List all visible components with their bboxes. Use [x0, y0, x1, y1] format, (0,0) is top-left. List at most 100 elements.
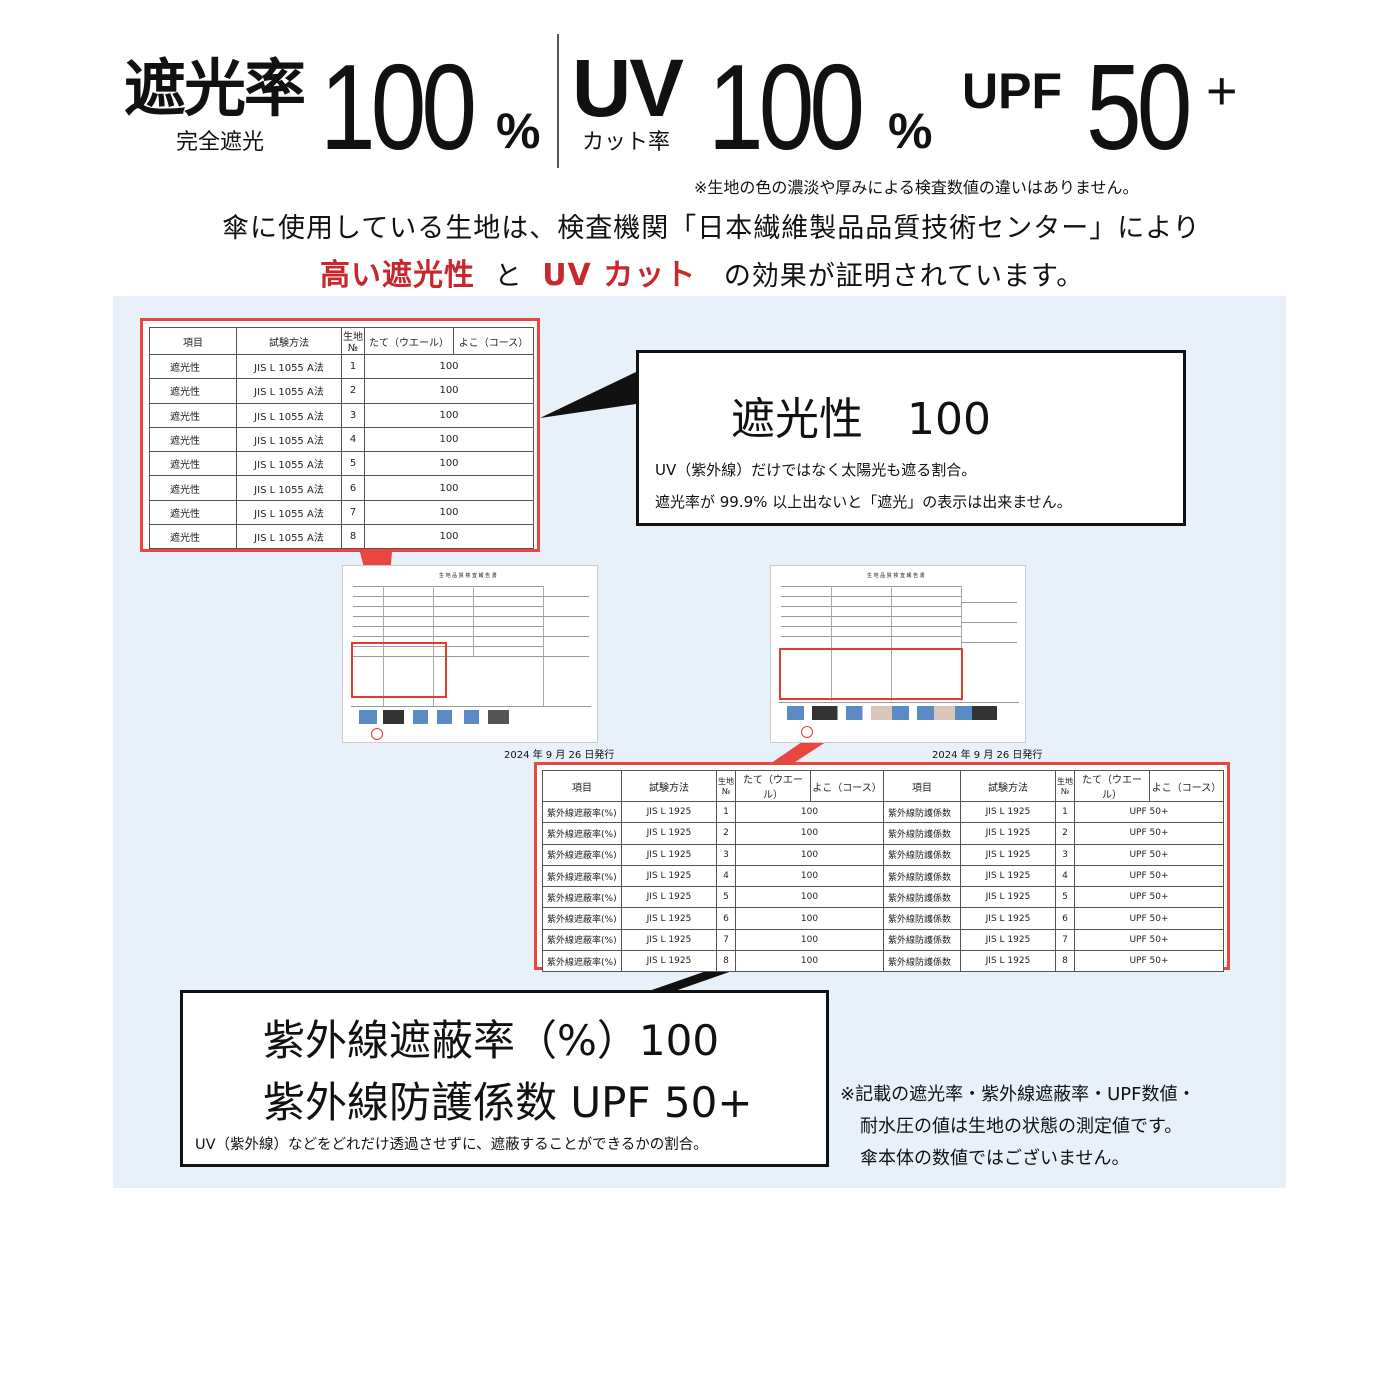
uv-cell-value: 100 — [735, 950, 884, 973]
shading-cell-item: 遮光性 — [149, 378, 237, 404]
uv-table-header: 項目 試験方法 生地№ たて（ウエール） よこ（コース） 項目 試験方法 生地№… — [542, 770, 1224, 802]
uv-cell-method2: JIS L 1925 — [960, 907, 1056, 930]
uv-cell-method: JIS L 1925 — [621, 886, 717, 909]
uv-cell-item: 紫外線遮蔽率(%) — [542, 822, 622, 845]
shading-cell-no: 3 — [341, 402, 365, 428]
col-weft: よこ（コース） — [453, 327, 534, 355]
shading-cell-method: JIS L 1055 A法 — [236, 426, 342, 453]
shading-rate-title: 遮光率 — [124, 52, 306, 125]
shading-cell-value: 100 — [364, 475, 534, 501]
uv-table-zoom: 項目 試験方法 生地№ たて（ウエール） よこ（コース） 項目 試験方法 生地№… — [534, 762, 1230, 973]
shading-cell-no: 8 — [341, 524, 365, 550]
uv-cell-value: 100 — [735, 886, 884, 909]
shading-cell-value: 100 — [364, 524, 534, 550]
col-item: 項目 — [149, 327, 237, 355]
uv-cell-item2: 紫外線防護係数 — [883, 822, 961, 845]
lead-line-1: 傘に使用している生地は、検査機関「日本繊維製品品質技術センター」により — [222, 213, 1201, 244]
report-1-swatches — [359, 710, 509, 724]
report-2-swatches — [787, 706, 997, 720]
shading-cell-item: 遮光性 — [149, 353, 237, 380]
uv-cell-value: 100 — [735, 800, 884, 824]
uv-col-item: 項目 — [542, 770, 622, 802]
report-1-highlight — [351, 642, 447, 698]
shading-cell-value: 100 — [364, 451, 534, 477]
shading-rate-percent: % — [496, 103, 541, 159]
uv-cell-method: JIS L 1925 — [621, 843, 717, 866]
shading-cell-item: 遮光性 — [149, 475, 237, 501]
shading-cell-method: JIS L 1055 A法 — [236, 475, 342, 501]
uv-cell-item: 紫外線遮蔽率(%) — [542, 843, 622, 866]
report-1-title: 生 地 品 質 検 査 報 告 書 — [439, 573, 497, 579]
uv-cell-no2: 1 — [1055, 800, 1075, 824]
uv-cell-method2: JIS L 1925 — [960, 843, 1056, 866]
uv-col-method-2: 試験方法 — [960, 770, 1056, 802]
uv-cell-no: 8 — [716, 950, 736, 973]
uv-cell-item: 紫外線遮蔽率(%) — [542, 886, 622, 909]
header-divider — [557, 34, 559, 168]
uv-cell-no2: 8 — [1055, 950, 1075, 973]
uv-cell-item: 紫外線遮蔽率(%) — [542, 907, 622, 930]
footnote-line-1: ※記載の遮光率・紫外線遮蔽率・UPF数値・ — [840, 1084, 1196, 1105]
uv-cell-method: JIS L 1925 — [621, 864, 717, 888]
shading-callout-line-1: UV（紫外線）だけではなく太陽光も遮る割合。 — [655, 461, 977, 479]
uv-col-item-2: 項目 — [883, 770, 961, 802]
shading-table-header: 項目 試験方法 生地№ たて（ウエール） よこ（コース） — [149, 327, 534, 355]
uv-cell-method: JIS L 1925 — [621, 800, 717, 824]
shading-cell-method: JIS L 1055 A法 — [236, 378, 342, 404]
shading-callout-pointer — [540, 372, 636, 418]
uv-cell-value: 100 — [735, 822, 884, 845]
uv-callout-description: UV（紫外線）などをどれだけ透過させずに、遮蔽することができるかの割合。 — [195, 1137, 708, 1153]
lead-tail: の効果が証明されています。 — [723, 261, 1085, 292]
uv-cell-item: 紫外線遮蔽率(%) — [542, 950, 622, 973]
report-2-stamp — [801, 726, 813, 738]
lead-line-2: 高い遮光性 と UV カット の効果が証明されています。 — [320, 250, 1084, 294]
uv-cell-no2: 2 — [1055, 822, 1075, 845]
report-2-title: 生 地 品 質 検 査 報 告 書 — [867, 573, 925, 579]
uv-cell-method2: JIS L 1925 — [960, 928, 1056, 952]
footnote-line-3: 傘本体の数値ではございません。 — [860, 1148, 1130, 1169]
header-note: ※生地の色の濃淡や厚みによる検査数値の違いはありません。 — [694, 178, 1139, 197]
uv-cell-value: 100 — [735, 907, 884, 930]
col-no: 生地№ — [341, 327, 365, 355]
uv-cell-item: 紫外線遮蔽率(%) — [542, 928, 622, 952]
uv-cell-value: 100 — [735, 928, 884, 952]
uv-table: 項目 試験方法 生地№ たて（ウエール） よこ（コース） 項目 試験方法 生地№… — [542, 770, 1224, 973]
uv-cell-no: 2 — [716, 822, 736, 845]
report-2-highlight — [779, 648, 963, 700]
uv-col-warp-2: たて（ウエール） — [1074, 770, 1150, 802]
shading-cell-method: JIS L 1055 A法 — [236, 353, 342, 380]
shading-callout-title: 遮光性 100 — [731, 394, 991, 445]
uv-col-warp: たて（ウエール） — [735, 770, 811, 802]
shading-cell-method: JIS L 1055 A法 — [236, 451, 342, 477]
uv-callout-line-1: 紫外線遮蔽率（%）100 — [263, 1016, 720, 1065]
uv-cell-item2: 紫外線防護係数 — [883, 864, 961, 888]
uv-col-no-2: 生地№ — [1055, 770, 1075, 802]
uv-cell-no2: 6 — [1055, 907, 1075, 930]
shading-cell-no: 1 — [341, 353, 365, 380]
report-1-stamp — [371, 728, 383, 740]
uv-cut-title: UV — [572, 43, 684, 134]
uv-col-method: 試験方法 — [621, 770, 717, 802]
shading-cell-item: 遮光性 — [149, 524, 237, 550]
uv-cell-item: 紫外線遮蔽率(%) — [542, 864, 622, 888]
uv-cell-no2: 3 — [1055, 843, 1075, 866]
uv-cell-value: 100 — [735, 843, 884, 866]
uv-cell-item2: 紫外線防護係数 — [883, 950, 961, 973]
uv-cell-value2: UPF 50+ — [1074, 822, 1224, 845]
uv-col-weft-2: よこ（コース） — [1149, 770, 1224, 802]
lead-highlight-shading: 高い遮光性 — [320, 258, 475, 293]
shading-cell-value: 100 — [364, 378, 534, 404]
uv-cell-item2: 紫外線防護係数 — [883, 886, 961, 909]
